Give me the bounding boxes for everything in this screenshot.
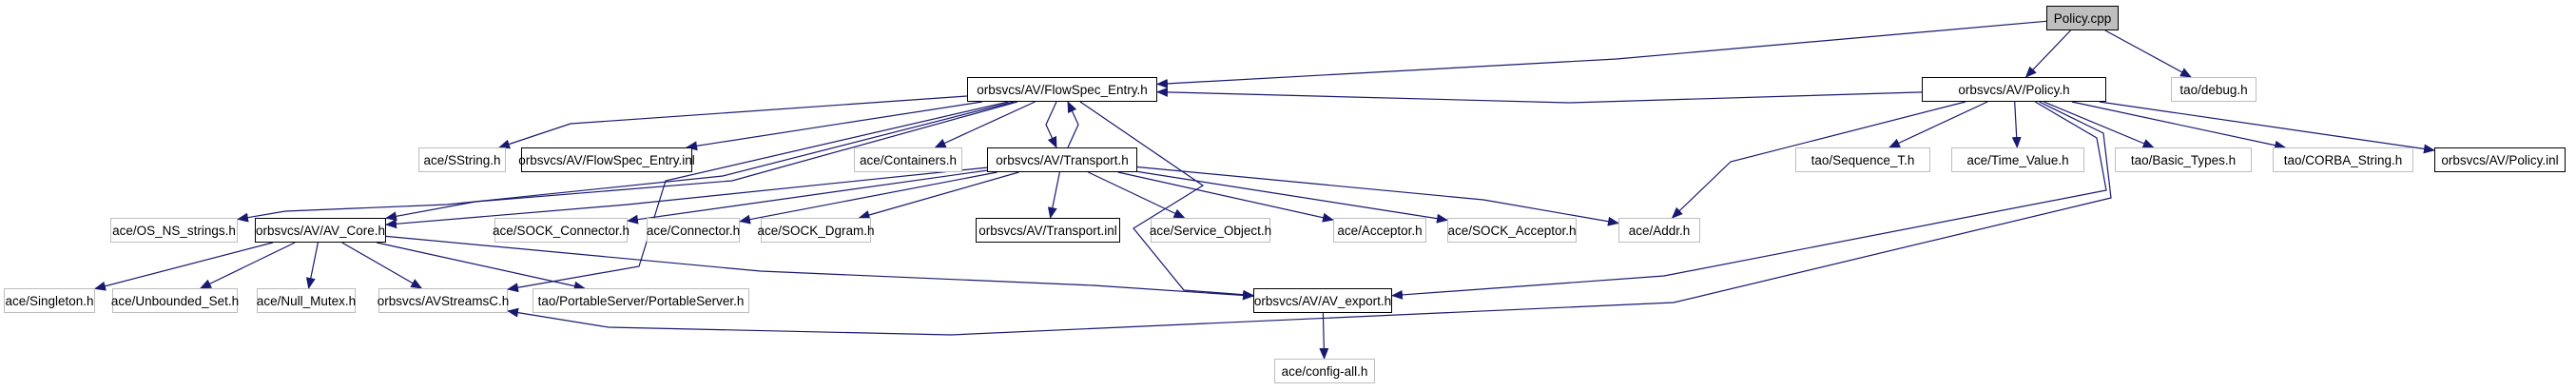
graph-node-policy_inl[interactable]: orbsvcs/AV/Policy.inl [2434,147,2566,172]
graph-node-containers_h: ace/Containers.h [854,147,962,172]
include-edge-av_core-to-null_mutex [305,242,319,289]
graph-node-transport_h[interactable]: orbsvcs/AV/Transport.h [987,147,1137,172]
include-edge-policy_h-to-av_export [1391,101,2107,300]
graph-node-addr_h: ace/Addr.h [1618,218,1700,243]
include-edge-fse_h-to-containers_h [934,101,1036,148]
include-edge-transport_h-to-av_core [385,166,988,229]
include-edge-av_core-to-av_export [385,235,1254,301]
include-edge-av_export-to-config_all [1319,312,1329,360]
include-edge-policy_h-to-sequence_t [1888,101,1988,148]
include-edge-transport_h-to-connector [739,171,997,225]
graph-node-config_all: ace/config-all.h [1274,359,1375,383]
include-edge-fse_h-to-transport_h [1045,101,1057,148]
include-edge-transport_h-to-sock_dgram [858,171,1019,220]
graph-node-null_mutex: ace/Null_Mutex.h [257,288,356,313]
include-edge-policy_h-to-time_value [2011,101,2022,148]
include-edge-policy_h-to-policy_inl [2099,101,2435,154]
include-edge-transport_h-to-fse_h [1067,101,1079,148]
graph-node-portableserver: tao/PortableServer/PortableServer.h [533,288,749,313]
graph-node-singleton: ace/Singleton.h [4,288,95,313]
include-edge-policy_h-to-corba_string [2071,101,2287,150]
include-edge-policy_h-to-basic_types [2043,101,2155,148]
include-edge-policy_cpp-to-policy_h [2024,29,2071,78]
graph-node-sequence_t: tao/Sequence_T.h [1795,147,1930,172]
include-edge-fse_h-to-fse_inl [686,101,982,151]
graph-node-debug_h: tao/debug.h [2171,77,2256,102]
include-edge-transport_h-to-sock_conn [627,169,988,225]
graph-node-av_export[interactable]: orbsvcs/AV/AV_export.h [1253,288,1392,313]
graph-node-time_value: ace/Time_Value.h [1951,147,2084,172]
include-edge-policy_cpp-to-debug_h [2104,29,2192,78]
graph-node-policy_h[interactable]: orbsvcs/AV/Policy.h [1922,77,2106,102]
include-edge-av_core-to-avstreamsc [341,242,423,289]
graph-node-acceptor: ace/Acceptor.h [1333,218,1426,243]
graph-node-service_obj: ace/Service_Object.h [1150,218,1271,243]
include-edge-fse_h-to-sstring_h [498,95,968,149]
graph-node-sock_dgram: ace/SOCK_Dgram.h [757,218,875,243]
include-edge-transport_h-to-acceptor [1117,171,1334,223]
include-edge-transport_h-to-addr_h [1136,166,1619,226]
include-edge-fse_h-to-av_export [1079,101,1254,300]
include-edge-av_core-to-portableserver [377,242,586,291]
graph-node-connector: ace/Connector.h [647,218,740,243]
graph-node-corba_string: tao/CORBA_String.h [2273,147,2413,172]
include-edge-policy_cpp-to-fse_h [1156,20,2047,88]
graph-node-fse_h[interactable]: orbsvcs/AV/FlowSpec_Entry.h [967,77,1157,102]
graph-node-sock_conn: ace/SOCK_Connector.h [493,218,629,243]
graph-node-avstreamsc: orbsvcs/AVStreamsC.h [378,288,509,313]
graph-node-os_ns: ace/OS_NS_strings.h [110,218,238,243]
graph-node-policy_cpp: Policy.cpp [2046,6,2119,30]
graph-node-unbounded: ace/Unbounded_Set.h [111,288,239,313]
include-edge-av_core-to-singleton [94,242,274,291]
graph-node-av_core[interactable]: orbsvcs/AV/AV_Core.h [255,218,386,243]
include-edge-transport_h-to-sock_acc [1136,170,1448,224]
include-edge-fse_h-to-avstreamsc [507,101,1009,293]
include-edge-transport_h-to-transport_inl [1047,171,1060,219]
graph-node-basic_types: tao/Basic_Types.h [2115,147,2252,172]
graph-node-transport_inl[interactable]: orbsvcs/AV/Transport.inl [976,218,1120,243]
include-edge-policy_h-to-fse_h [1156,87,1923,104]
include-edge-transport_h-to-service_obj [1088,171,1186,219]
graph-node-sstring_h: ace/SString.h [418,147,506,172]
include-edge-av_core-to-unbounded [199,242,296,289]
graph-node-fse_inl[interactable]: orbsvcs/AV/FlowSpec_Entry.inl [518,147,695,172]
graph-node-sock_acc: ace/SOCK_Acceptor.h [1447,218,1577,243]
